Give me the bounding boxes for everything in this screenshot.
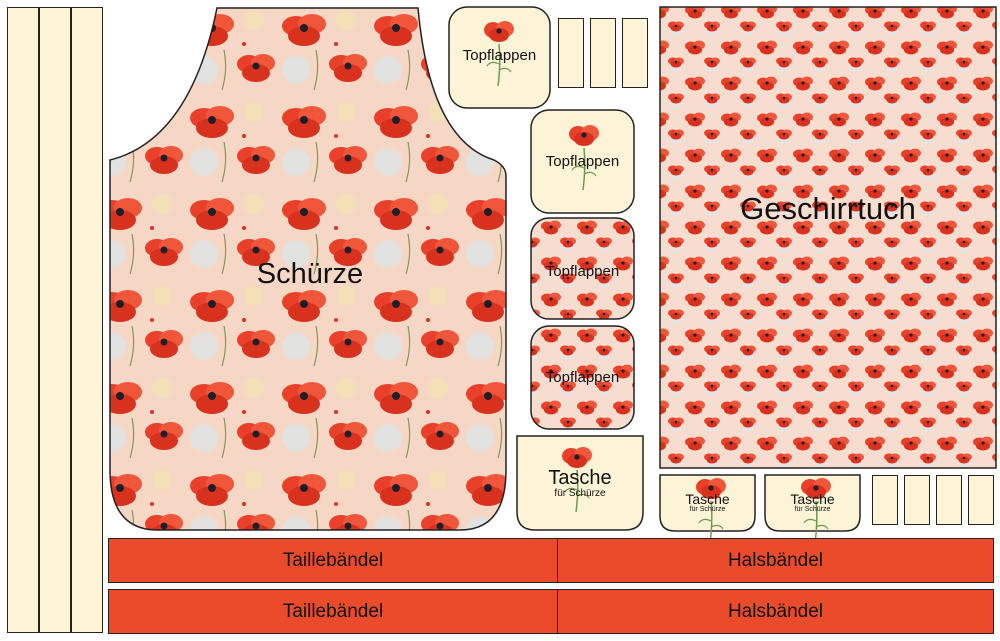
- pot-holder-label: Topflappen: [545, 153, 620, 170]
- pocket-subtitle: für Schürze: [689, 506, 726, 513]
- pocket-panel: [516, 435, 644, 531]
- waist-tie-label: Taillebändel: [108, 538, 558, 583]
- loop-strip: [590, 18, 616, 88]
- loop-strip: [968, 475, 994, 525]
- neck-tie-label: Halsbändel: [557, 538, 994, 583]
- binding-strip: [71, 7, 103, 633]
- pocket-subtitle: für Schürze: [554, 488, 606, 499]
- loop-strip: [622, 18, 648, 88]
- loop-strip: [904, 475, 930, 525]
- pot-holder-panel: [530, 217, 635, 320]
- pot-holder-panel: [530, 325, 635, 430]
- pocket-title: Tasche: [685, 491, 730, 507]
- neck-tie-label: Halsbändel: [557, 589, 994, 634]
- pocket-subtitle: für Schürze: [794, 506, 831, 513]
- pocket-title: Tasche: [790, 491, 835, 507]
- binding-strip: [7, 7, 39, 633]
- pot-holder-label: Topflappen: [545, 263, 620, 280]
- pocket-panel: [659, 474, 756, 532]
- pocket-panel: [764, 474, 861, 532]
- pot-holder-label: Topflappen: [545, 369, 620, 386]
- loop-strip: [936, 475, 962, 525]
- apron-label: Schürze: [256, 258, 364, 290]
- waist-tie-label: Taillebändel: [108, 589, 558, 634]
- pocket-title: Tasche: [548, 467, 612, 489]
- loop-strip: [872, 475, 898, 525]
- pot-holder-label: Topflappen: [462, 47, 537, 64]
- tea-towel-label: Geschirrtuch: [740, 191, 916, 226]
- tea-towel-panel: [659, 6, 997, 469]
- binding-strip: [39, 7, 71, 633]
- pot-holder-panel: [530, 109, 635, 214]
- loop-strip: [558, 18, 584, 88]
- apron-panel: [109, 7, 507, 531]
